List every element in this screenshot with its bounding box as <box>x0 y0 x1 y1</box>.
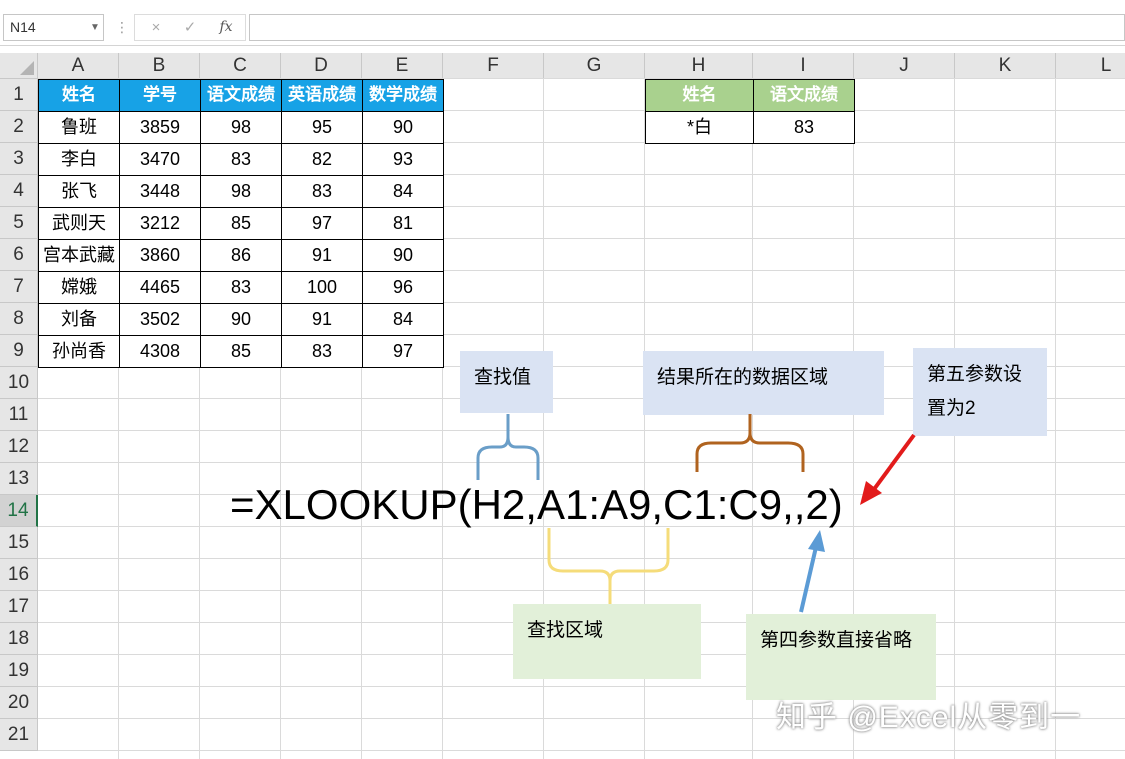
brace-result-range <box>695 414 805 472</box>
callout-fourth-param: 第四参数直接省略 <box>746 614 936 700</box>
table-cell[interactable]: 宫本武藏 <box>38 239 120 272</box>
table-cell[interactable]: 3502 <box>119 303 201 336</box>
lookup-header-cell[interactable]: 姓名 <box>645 79 754 112</box>
arrow-fifth-param-head <box>860 481 882 505</box>
column-header-l[interactable]: L <box>1056 53 1125 79</box>
cancel-icon[interactable]: × <box>151 19 161 36</box>
table-cell[interactable]: 张飞 <box>38 175 120 208</box>
confirm-icon[interactable]: ✓ <box>183 19 197 36</box>
table-cell[interactable]: 3448 <box>119 175 201 208</box>
select-all-icon <box>20 61 34 75</box>
table-cell[interactable]: 97 <box>281 207 363 240</box>
row-header-16[interactable]: 16 <box>0 559 38 591</box>
table-cell[interactable]: 刘备 <box>38 303 120 336</box>
table-cell[interactable]: 3860 <box>119 239 201 272</box>
formula-buttons: × ✓ fx <box>134 14 246 41</box>
table-cell[interactable]: 84 <box>362 303 444 336</box>
chevron-down-icon[interactable]: ▼ <box>90 22 100 33</box>
row-header-3[interactable]: 3 <box>0 143 38 175</box>
row-header-6[interactable]: 6 <box>0 239 38 271</box>
row-header-20[interactable]: 20 <box>0 687 38 719</box>
table-cell[interactable]: 85 <box>200 335 282 368</box>
table-cell[interactable]: 李白 <box>38 143 120 176</box>
row-header-14[interactable]: 14 <box>0 495 38 527</box>
table-cell[interactable]: 82 <box>281 143 363 176</box>
table-cell[interactable]: 90 <box>200 303 282 336</box>
table-cell[interactable]: 83 <box>281 335 363 368</box>
row-header-9[interactable]: 9 <box>0 335 38 367</box>
row-header-18[interactable]: 18 <box>0 623 38 655</box>
row-header-7[interactable]: 7 <box>0 271 38 303</box>
column-header-d[interactable]: D <box>281 53 362 79</box>
table-cell[interactable]: 83 <box>200 271 282 304</box>
lookup-cell[interactable]: 83 <box>753 111 855 144</box>
table-cell[interactable]: 98 <box>200 175 282 208</box>
table-cell[interactable]: 4308 <box>119 335 201 368</box>
table-cell[interactable]: 90 <box>362 239 444 272</box>
table-header-cell[interactable]: 语文成绩 <box>200 79 282 112</box>
arrow-fourth-param-head <box>808 530 825 552</box>
table-cell[interactable]: 100 <box>281 271 363 304</box>
column-header-c[interactable]: C <box>200 53 281 79</box>
row-header-17[interactable]: 17 <box>0 591 38 623</box>
watermark: 知乎 @Excel从零到一 <box>776 701 1082 734</box>
row-header-11[interactable]: 11 <box>0 399 38 431</box>
table-cell[interactable]: 86 <box>200 239 282 272</box>
callout-lookup-range: 查找区域 <box>513 604 701 679</box>
callout-result-range: 结果所在的数据区域 <box>643 351 884 415</box>
lookup-cell[interactable]: *白 <box>645 111 754 144</box>
name-box[interactable]: N14 <box>3 14 104 41</box>
table-cell[interactable]: 3470 <box>119 143 201 176</box>
table-cell[interactable]: 90 <box>362 111 444 144</box>
row-header-5[interactable]: 5 <box>0 207 38 239</box>
table-cell[interactable]: 97 <box>362 335 444 368</box>
arrow-fourth-param <box>799 546 818 613</box>
row-header-19[interactable]: 19 <box>0 655 38 687</box>
callout-fifth-param: 第五参数设置为2 <box>913 348 1047 436</box>
table-header-cell[interactable]: 姓名 <box>38 79 120 112</box>
row-header-10[interactable]: 10 <box>0 367 38 399</box>
table-cell[interactable]: 孙尚香 <box>38 335 120 368</box>
row-header-12[interactable]: 12 <box>0 431 38 463</box>
row-header-8[interactable]: 8 <box>0 303 38 335</box>
callout-lookup-value: 查找值 <box>460 351 553 413</box>
table-header-cell[interactable]: 数学成绩 <box>362 79 444 112</box>
table-cell[interactable]: 98 <box>200 111 282 144</box>
table-cell[interactable]: 81 <box>362 207 444 240</box>
brace-lookup-range <box>547 528 670 604</box>
table-header-cell[interactable]: 学号 <box>119 79 201 112</box>
table-cell[interactable]: 84 <box>362 175 444 208</box>
table-cell[interactable]: 武则天 <box>38 207 120 240</box>
arrow-fifth-param <box>870 433 916 494</box>
brace-lookup-value <box>476 414 540 480</box>
row-header-1[interactable]: 1 <box>0 79 38 111</box>
table-cell[interactable]: 96 <box>362 271 444 304</box>
formula-annotation: =XLOOKUP(H2,A1:A9,C1:C9,,2) <box>230 481 843 528</box>
row-header-4[interactable]: 4 <box>0 175 38 207</box>
row-header-13[interactable]: 13 <box>0 463 38 495</box>
row-header-21[interactable]: 21 <box>0 719 38 751</box>
row-header-15[interactable]: 15 <box>0 527 38 559</box>
row-header-2[interactable]: 2 <box>0 111 38 143</box>
column-header-h[interactable]: H <box>645 53 753 79</box>
function-icon[interactable]: fx <box>219 19 233 35</box>
